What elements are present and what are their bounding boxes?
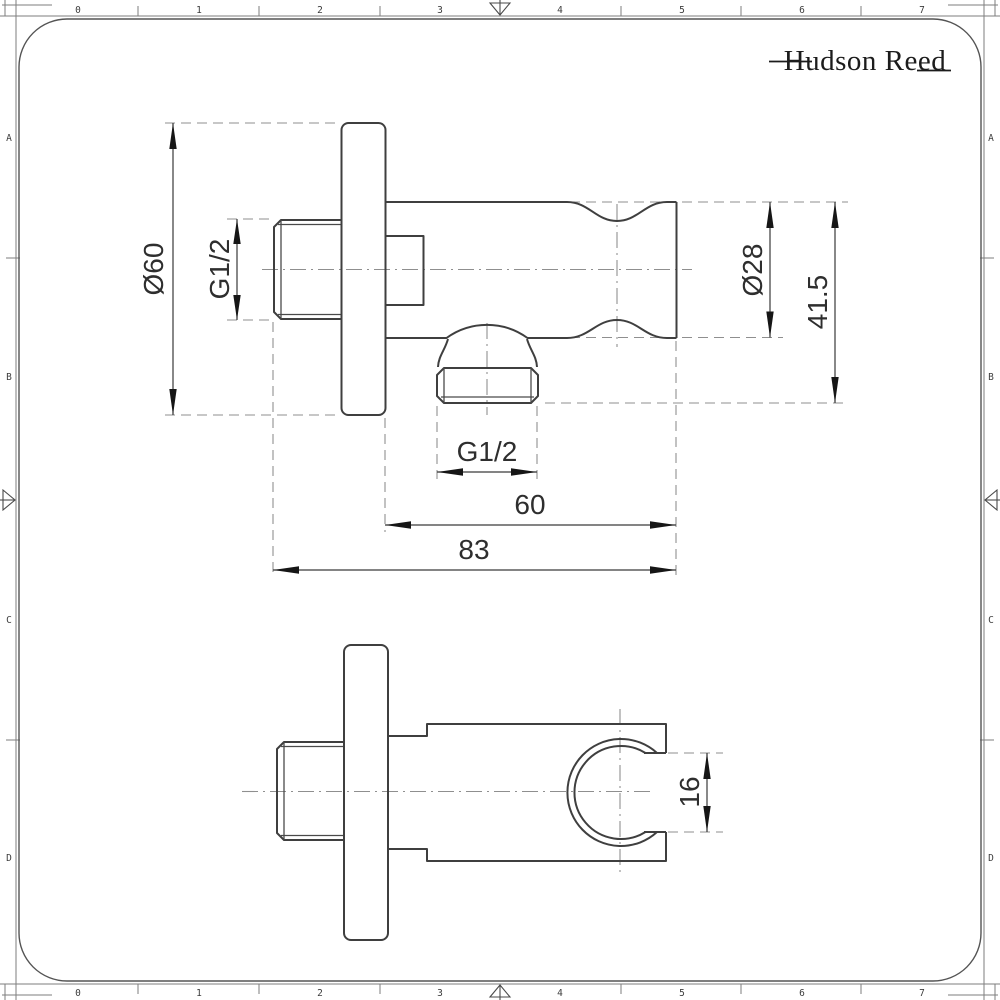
dimension-body-diameter: Ø28 — [737, 202, 774, 338]
center-pointer-left — [0, 488, 16, 512]
ruler-label: 2 — [317, 988, 323, 999]
top-ruler-ticks — [137, 6, 862, 16]
center-pointer-bottom — [488, 984, 512, 1000]
left-ruler-labels: A B C D — [6, 133, 12, 864]
wall-plate — [343, 644, 389, 941]
dimension-plate-diameter: Ø60 — [138, 123, 177, 415]
inlet-thread-outline — [276, 741, 344, 841]
ruler-label: 0 — [75, 5, 81, 16]
ruler-label: 7 — [919, 988, 925, 999]
inlet-thread-detail — [281, 742, 344, 840]
ruler-label: A — [988, 133, 994, 144]
plan-view: 16 — [242, 644, 723, 941]
plan-view-centerlines — [242, 709, 650, 874]
dimension-label-body-diameter: Ø28 — [737, 244, 768, 297]
center-pointer-right — [984, 488, 1000, 512]
bottom-ruler-ticks — [137, 984, 862, 994]
bottom-ruler-labels: 0 1 2 3 4 5 6 7 — [75, 988, 925, 999]
ruler-label: 4 — [557, 5, 563, 16]
side-view-centerlines — [262, 204, 692, 415]
ruler-label: B — [6, 372, 12, 383]
right-ruler-ticks — [980, 257, 994, 741]
top-ruler-labels: 0 1 2 3 4 5 6 7 — [75, 5, 925, 16]
ruler-label: 0 — [75, 988, 81, 999]
side-view-extension-lines — [165, 122, 848, 578]
dimension-outlet-thread: G1/2 — [437, 436, 537, 476]
ruler-label: 1 — [196, 988, 202, 999]
plan-view-extension-lines — [668, 752, 723, 833]
body-bottom-outline — [388, 832, 667, 862]
ruler-label: B — [988, 372, 994, 383]
dimension-holder-gap: 16 — [674, 753, 711, 832]
body-top-outline — [385, 201, 677, 222]
body-bottom-outline — [385, 319, 677, 339]
ruler-label: 7 — [919, 5, 925, 16]
inlet-thread-detail — [278, 220, 342, 319]
dimension-label-wall-projection: 60 — [514, 489, 545, 520]
dimension-total-projection: 83 — [273, 534, 676, 574]
ruler-label: 1 — [196, 5, 202, 16]
center-pointer-top — [488, 0, 512, 16]
dimension-label-plate-diameter: Ø60 — [138, 243, 169, 296]
ruler-label: 5 — [679, 5, 685, 16]
inlet-thread-outline — [273, 219, 342, 320]
dimension-label-outlet-thread: G1/2 — [457, 436, 518, 467]
ruler-label: A — [6, 133, 12, 144]
dimension-label-holder-gap: 16 — [674, 776, 705, 807]
ruler-label: 6 — [799, 5, 805, 16]
logo-text: Hudson Reed — [784, 45, 947, 77]
left-ruler-ticks — [6, 257, 20, 741]
holder-ring-outer — [566, 738, 658, 847]
dimension-label-total-height: 41.5 — [802, 275, 833, 330]
ruler-label: 2 — [317, 5, 323, 16]
outlet-thread-detail — [441, 368, 534, 403]
dimension-label-inlet-thread: G1/2 — [204, 239, 235, 300]
dimension-total-height: 41.5 — [802, 202, 839, 403]
dimension-wall-projection: 60 — [385, 489, 676, 529]
side-view: Ø60 G1/2 Ø28 41.5 G1/2 — [138, 122, 848, 578]
ruler-label: 4 — [557, 988, 563, 999]
ruler-label: D — [988, 853, 994, 864]
dimension-inlet-thread: G1/2 — [204, 219, 241, 320]
brand-logo: Hudson Reed — [769, 45, 951, 77]
wall-union-block — [384, 235, 425, 306]
ruler-label: C — [988, 615, 994, 626]
side-view-geometry — [273, 122, 678, 416]
ruler-label: 5 — [679, 988, 685, 999]
ruler-label: 6 — [799, 988, 805, 999]
right-ruler-labels: A B C D — [988, 133, 994, 864]
outlet-thread-nut — [436, 367, 539, 404]
ruler-label: D — [6, 853, 12, 864]
holder-ring-inner — [573, 745, 647, 840]
body-top-outline — [388, 723, 667, 753]
dimension-label-total-projection: 83 — [458, 534, 489, 565]
ruler-label: 3 — [437, 988, 443, 999]
plan-view-geometry — [276, 644, 667, 941]
ruler-label: C — [6, 615, 12, 626]
outlet-bell-right — [526, 338, 538, 368]
page-border — [18, 18, 982, 982]
outlet-bell-left — [437, 338, 449, 368]
ruler-label: 3 — [437, 5, 443, 16]
wall-plate — [340, 122, 387, 416]
